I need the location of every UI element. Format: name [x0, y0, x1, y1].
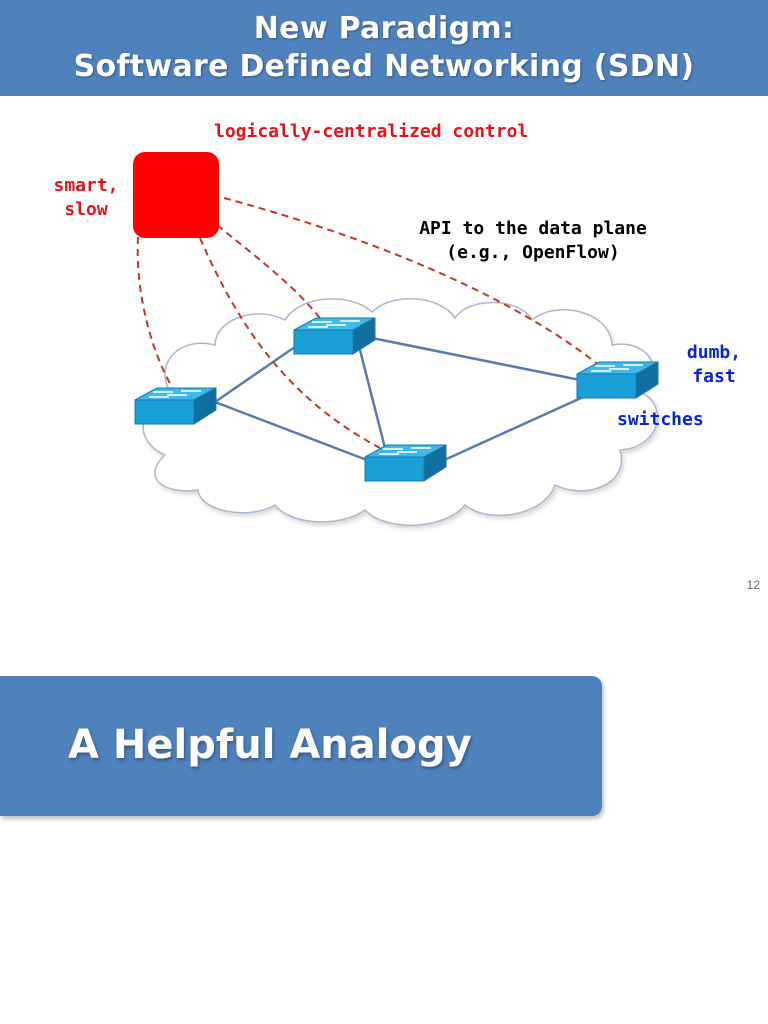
controller-label: logically-centralized control: [214, 121, 529, 142]
cloud-shape: [142, 297, 659, 526]
api-label: API to the data plane (e.g., OpenFlow): [408, 217, 658, 265]
slide-title-line2: Software Defined Networking (SDN): [73, 49, 695, 84]
section-title: A Helpful Analogy: [68, 722, 472, 768]
switch-icon: [134, 387, 217, 425]
switch-traits-line1: dumb,: [686, 342, 742, 363]
switches-label: switches: [617, 409, 704, 430]
slide-title-line1: New Paradigm:: [253, 11, 515, 46]
network-links: [214, 336, 593, 464]
sdn-diagram: [133, 152, 659, 526]
section-header-box: A Helpful Analogy: [0, 676, 602, 816]
api-label-line1: API to the data plane: [419, 218, 647, 239]
api-label-line2: (e.g., OpenFlow): [446, 242, 620, 263]
controller-traits-line1: smart,: [53, 175, 119, 196]
switch-traits-line2: fast: [692, 366, 736, 387]
controller-traits: smart, slow: [44, 174, 128, 222]
switch-traits: dumb, fast: [672, 341, 756, 389]
control-links: [136, 197, 606, 449]
title-bar: New Paradigm: Software Defined Networkin…: [0, 0, 768, 96]
controller-traits-line2: slow: [64, 199, 108, 220]
switch-icon: [576, 361, 659, 399]
page-number: 12: [746, 578, 760, 592]
controller-box: [133, 152, 219, 238]
switch-icon: [364, 444, 447, 482]
switch-icon: [293, 317, 376, 355]
